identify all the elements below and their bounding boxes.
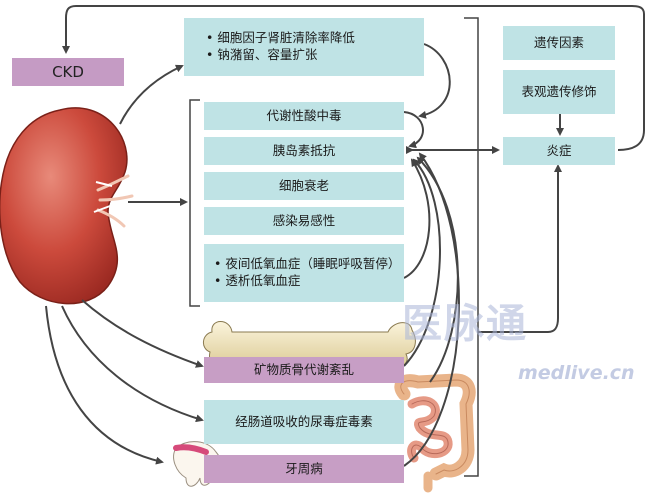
infection-susceptibility-box: 感染易感性 xyxy=(204,207,404,235)
genetic-factors-box: 遗传因素 xyxy=(503,26,615,60)
cell-senescence-box: 细胞衰老 xyxy=(204,172,404,200)
kidney-illustration xyxy=(0,107,134,305)
intestine-illustration xyxy=(394,373,476,493)
left-bracket xyxy=(189,99,200,307)
hypoxemia-box: • 夜间低氧血症（睡眠呼吸暂停） • 透析低氧血症 xyxy=(204,244,404,302)
uremic-toxins-box: 经肠道吸收的尿毒症毒素 xyxy=(204,400,404,444)
metabolic-acidosis-box: 代谢性酸中毒 xyxy=(204,102,404,130)
periodontal-disease-box: 牙周病 xyxy=(204,455,404,483)
top-box-line-2: • 钠潴留、容量扩张 xyxy=(206,47,318,62)
ckd-box: CKD xyxy=(12,58,124,86)
epigenetic-modification-box: 表观遗传修饰 xyxy=(503,70,615,114)
inflammation-box: 炎症 xyxy=(503,137,615,165)
hypoxia-line-2: • 透析低氧血症 xyxy=(214,273,301,288)
watermark-logo: 医脉通 xyxy=(402,301,528,347)
mineral-bone-disorder-box: 矿物质骨代谢紊乱 xyxy=(204,357,404,383)
hypoxia-line-1: • 夜间低氧血症（睡眠呼吸暂停） xyxy=(214,256,401,272)
watermark-text: medlive.cn xyxy=(518,362,635,384)
right-bracket xyxy=(464,17,479,477)
top-box-line-1: • 细胞因子肾脏清除率降低 xyxy=(206,30,355,46)
insulin-resistance-box: 胰岛素抵抗 xyxy=(204,137,404,165)
cytokine-clearance-box: • 细胞因子肾脏清除率降低 • 钠潴留、容量扩张 xyxy=(184,18,424,76)
arrows xyxy=(45,5,645,467)
